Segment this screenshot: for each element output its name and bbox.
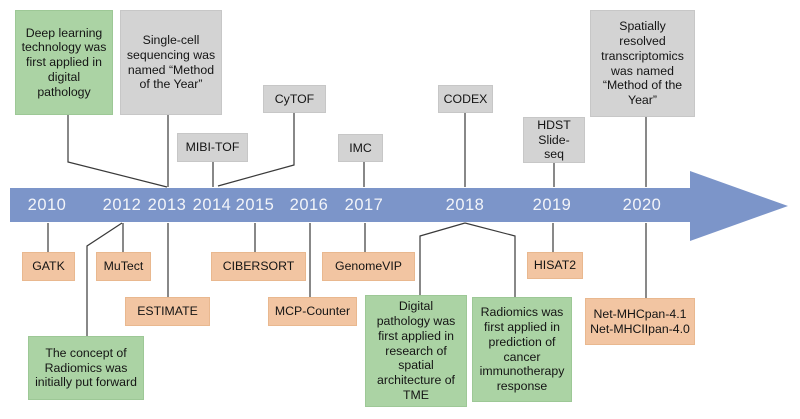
event-box-mutect: MuTect <box>96 252 151 281</box>
year-2017: 2017 <box>344 196 384 214</box>
timeline-bar <box>10 188 690 222</box>
year-2019: 2019 <box>532 196 572 214</box>
timeline-arrowhead <box>690 171 788 241</box>
event-box-hdst-slide-seq: HDST Slide- seq <box>523 117 585 163</box>
event-box-gatk: GATK <box>22 252 75 281</box>
event-box-cytof: CyTOF <box>263 85 326 113</box>
event-box-cibersort: CIBERSORT <box>211 252 306 281</box>
event-box-radiomics-concept: The concept of Radiomics was initially p… <box>28 336 144 400</box>
connector-deep-learning <box>67 115 168 188</box>
year-2010: 2010 <box>27 196 67 214</box>
connector-radiomics-concept <box>86 222 123 336</box>
event-box-genomevip: GenomeVIP <box>322 252 415 281</box>
connector-cytof <box>217 113 295 187</box>
event-box-radiomics-immunotherapy: Radiomics was first applied in predictio… <box>472 297 572 402</box>
event-box-deep-learning: Deep learning technology was first appli… <box>15 10 113 115</box>
event-box-mcp-counter: MCP-Counter <box>268 297 357 326</box>
connector-radiomics-immunotherapy <box>464 222 516 297</box>
event-box-imc: IMC <box>338 134 383 162</box>
event-box-mibi-tof: MIBI-TOF <box>177 133 248 162</box>
event-box-netmhcpan: Net-MHCpan-4.1 Net-MHCIIpan-4.0 <box>585 298 695 345</box>
year-2018: 2018 <box>445 196 485 214</box>
year-2015: 2015 <box>235 196 275 214</box>
year-2020: 2020 <box>622 196 662 214</box>
year-2012: 2012 <box>102 196 142 214</box>
event-box-single-cell-sequencing: Single-cell sequencing was named “Method… <box>120 10 222 115</box>
connector-digital-pathology <box>419 222 466 295</box>
year-2016: 2016 <box>289 196 329 214</box>
event-box-spatial-transcriptomics: Spatially resolved transcriptomics was n… <box>590 10 695 117</box>
year-2014: 2014 <box>192 196 232 214</box>
event-box-estimate: ESTIMATE <box>125 297 210 326</box>
year-2013: 2013 <box>147 196 187 214</box>
event-box-codex: CODEX <box>438 85 493 113</box>
event-box-digital-pathology-tme: Digital pathology was first applied in r… <box>365 295 467 407</box>
event-box-hisat2: HISAT2 <box>527 252 583 279</box>
